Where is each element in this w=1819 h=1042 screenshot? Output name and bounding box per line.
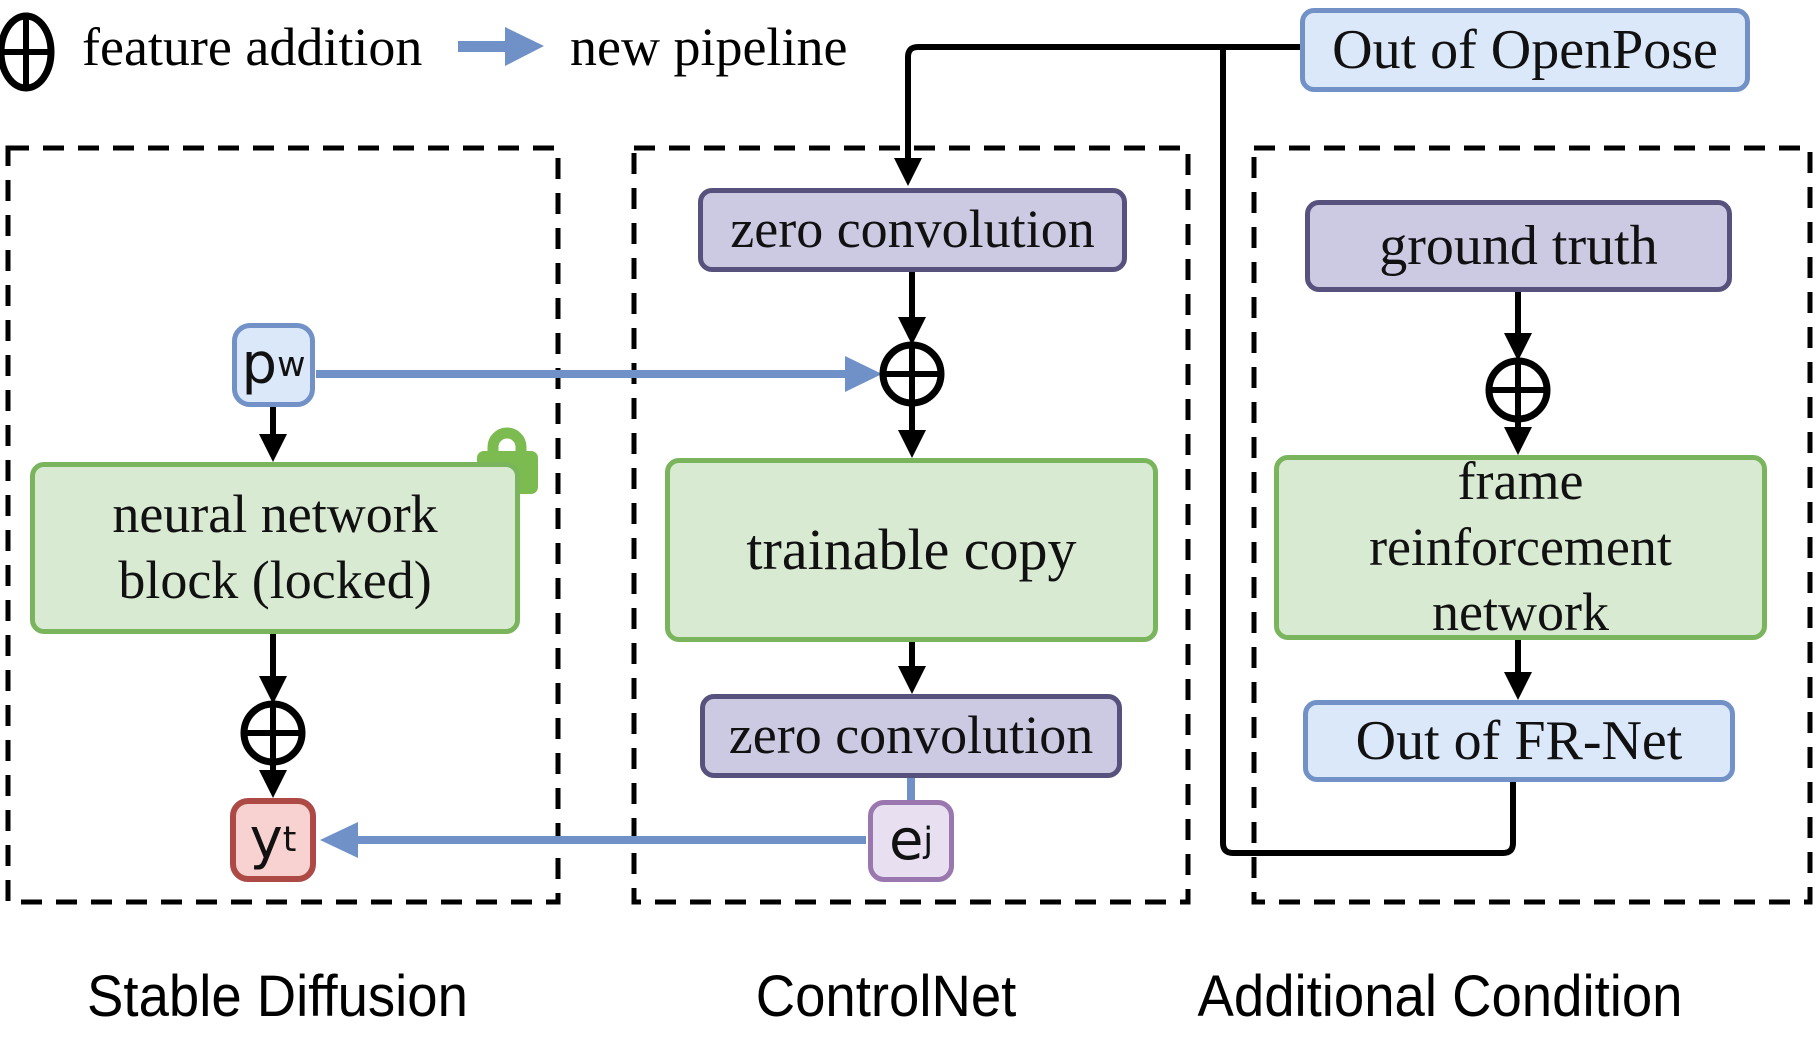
- arrowhead-nnblock-to-plus: [259, 676, 287, 704]
- arrowhead-pw-to-nnblock: [259, 434, 287, 462]
- plus-circle-icon: [0, 12, 55, 92]
- node-out-of-openpose: Out of OpenPose: [1300, 8, 1750, 92]
- node-trainable-copy: trainable copy: [665, 458, 1158, 642]
- connector-openpose-to-zeroconv: [905, 44, 1300, 162]
- arrowhead-plus-to-frnet: [1504, 427, 1532, 455]
- group-box-controlnet: [631, 145, 1191, 905]
- yt-base: y: [249, 806, 283, 872]
- column-label-additional-condition: Additional Condition: [1197, 964, 1683, 1029]
- legend-new-pipeline-label: new pipeline: [570, 17, 848, 77]
- arrowhead-groundtruth-to-plus: [1504, 333, 1532, 361]
- column-label-stable-diffusion: Stable Diffusion: [87, 964, 468, 1029]
- legend-feature-addition-label: feature addition: [82, 17, 423, 77]
- plus-circle-icon: [879, 341, 945, 407]
- group-box-additional-condition: [1251, 145, 1813, 905]
- ej-base: e: [888, 807, 924, 873]
- arrowhead-plus-to-yt: [259, 770, 287, 798]
- node-out-of-frnet: Out of FR-Net: [1303, 700, 1735, 782]
- arrowhead-trainable-to-zeroconv2: [898, 666, 926, 694]
- node-neural-network-block: neural network block (locked): [30, 462, 520, 634]
- node-zero-convolution-top: zero convolution: [698, 188, 1127, 272]
- arrowhead-ej-to-yt-blue: [320, 822, 358, 858]
- node-ground-truth: ground truth: [1305, 200, 1732, 292]
- plus-circle-icon: [240, 700, 306, 766]
- arrowhead-pw-to-plus-blue: [845, 356, 882, 392]
- plus-circle-icon: [1485, 357, 1551, 423]
- node-frame-reinforcement-network: frame reinforcement network: [1274, 451, 1767, 642]
- node-zero-convolution-bottom: zero convolution: [700, 694, 1122, 778]
- arrowhead-into-zeroconv-top: [894, 158, 922, 186]
- group-box-stable-diffusion: [5, 145, 561, 905]
- column-label-controlnet: ControlNet: [755, 964, 1017, 1029]
- arrowhead-zeroconv-to-plus: [898, 317, 926, 345]
- connector-frnet-to-pipeline: [1220, 50, 1516, 856]
- pw-base: p: [241, 331, 278, 397]
- arrowhead-plus-to-trainable: [898, 430, 926, 458]
- arrowhead-frnet-to-out: [1504, 672, 1532, 700]
- new-pipeline-arrow-icon: [458, 27, 544, 66]
